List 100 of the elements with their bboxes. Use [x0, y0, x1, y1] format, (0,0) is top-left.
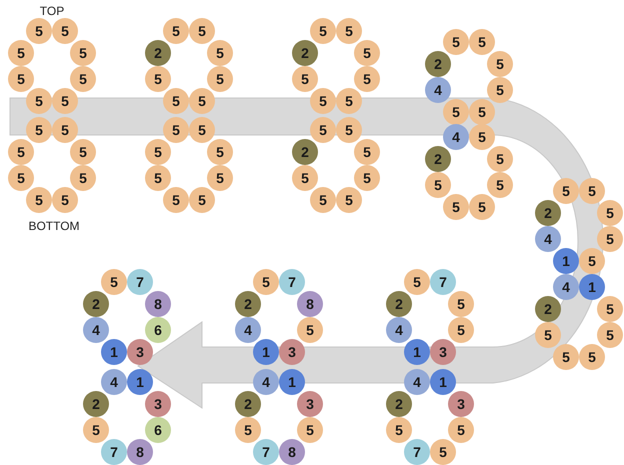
number-circle: 4: [386, 317, 412, 343]
number-circle: 5: [487, 172, 513, 198]
number-circle: 5: [310, 18, 336, 44]
number-circle: 5: [8, 165, 34, 191]
number-circle: 5: [52, 18, 78, 44]
number-circle: 5: [425, 172, 451, 198]
number-circle: 2: [83, 291, 109, 317]
number-circle: 5: [163, 88, 189, 114]
number-circle: 5: [487, 77, 513, 103]
number-circle: 7: [101, 439, 127, 465]
number-circle: 5: [235, 417, 261, 443]
number-circle: 1: [404, 339, 430, 365]
number-circle: 7: [430, 269, 456, 295]
number-circle: 2: [292, 40, 318, 66]
number-circle: 5: [310, 88, 336, 114]
number-circle: 5: [430, 439, 456, 465]
number-circle: 7: [279, 269, 305, 295]
number-circle: 5: [448, 317, 474, 343]
number-circle: 5: [207, 40, 233, 66]
number-circle: 5: [310, 187, 336, 213]
number-circle: 5: [469, 124, 495, 150]
number-circle: 2: [235, 391, 261, 417]
number-circle: 5: [297, 417, 323, 443]
number-circle: 5: [207, 139, 233, 165]
ring-label: BOTTOM: [28, 219, 80, 233]
number-circle: 2: [386, 291, 412, 317]
number-circle: 5: [145, 139, 171, 165]
number-circle: 5: [443, 29, 469, 55]
number-circle: 5: [487, 146, 513, 172]
number-circle: 4: [425, 77, 451, 103]
number-circle: 3: [430, 339, 456, 365]
number-circle: 7: [253, 439, 279, 465]
number-circle: 7: [404, 439, 430, 465]
number-circle: 5: [597, 200, 623, 226]
number-circle: 5: [487, 51, 513, 77]
number-circle: 5: [553, 344, 579, 370]
number-circle: 5: [145, 66, 171, 92]
number-circle: 8: [297, 291, 323, 317]
number-circle: 5: [448, 291, 474, 317]
number-circle: 5: [8, 40, 34, 66]
number-circle: 5: [163, 18, 189, 44]
number-circle: 5: [469, 194, 495, 220]
number-circle: 3: [448, 391, 474, 417]
number-circle: 5: [336, 187, 362, 213]
number-circle: 2: [292, 139, 318, 165]
number-circle: 5: [553, 178, 579, 204]
number-circle: 5: [70, 165, 96, 191]
number-circle: 2: [535, 296, 561, 322]
number-circle: 1: [253, 339, 279, 365]
number-circle: 5: [52, 88, 78, 114]
number-circle: 5: [448, 417, 474, 443]
number-circle: 5: [386, 417, 412, 443]
number-circle: 5: [336, 18, 362, 44]
number-circle: 5: [207, 66, 233, 92]
number-circle: 4: [535, 226, 561, 252]
number-circle: 5: [189, 187, 215, 213]
number-circle: 5: [26, 88, 52, 114]
number-circle: 5: [101, 269, 127, 295]
number-circle: 5: [354, 165, 380, 191]
number-circle: 5: [163, 187, 189, 213]
number-circle: 5: [297, 317, 323, 343]
number-circle: 5: [189, 88, 215, 114]
number-circle: 7: [127, 269, 153, 295]
number-circle: 8: [145, 291, 171, 317]
number-circle: 5: [579, 344, 605, 370]
number-circle: 5: [26, 18, 52, 44]
number-circle: 5: [354, 40, 380, 66]
number-circle: 5: [336, 88, 362, 114]
number-circle: 2: [425, 146, 451, 172]
number-circle: 5: [8, 66, 34, 92]
number-circle: 5: [597, 296, 623, 322]
number-circle: 3: [145, 391, 171, 417]
number-circle: 5: [404, 269, 430, 295]
number-circle: 4: [553, 274, 579, 300]
number-circle: 5: [70, 40, 96, 66]
number-circle: 5: [354, 139, 380, 165]
number-circle: 5: [52, 187, 78, 213]
number-circle: 5: [597, 226, 623, 252]
number-circle: 3: [279, 339, 305, 365]
number-circle: 5: [354, 66, 380, 92]
number-circle: 5: [443, 194, 469, 220]
number-circle: 4: [235, 317, 261, 343]
number-circle: 5: [83, 417, 109, 443]
number-circle: 2: [425, 51, 451, 77]
number-circle: 5: [597, 322, 623, 348]
number-circle: 1: [101, 339, 127, 365]
number-circle: 5: [292, 165, 318, 191]
number-circle: 8: [127, 439, 153, 465]
number-circle: 5: [189, 18, 215, 44]
number-circle: 5: [469, 29, 495, 55]
number-circle: 5: [70, 139, 96, 165]
number-circle: 3: [297, 391, 323, 417]
number-circle: 5: [145, 165, 171, 191]
number-circle: 4: [101, 369, 127, 395]
number-circle: 5: [26, 187, 52, 213]
number-circle: 6: [145, 417, 171, 443]
ring-label: TOP: [40, 4, 64, 18]
number-circle: 1: [553, 248, 579, 274]
number-circle: 8: [279, 439, 305, 465]
number-circle: 5: [292, 66, 318, 92]
